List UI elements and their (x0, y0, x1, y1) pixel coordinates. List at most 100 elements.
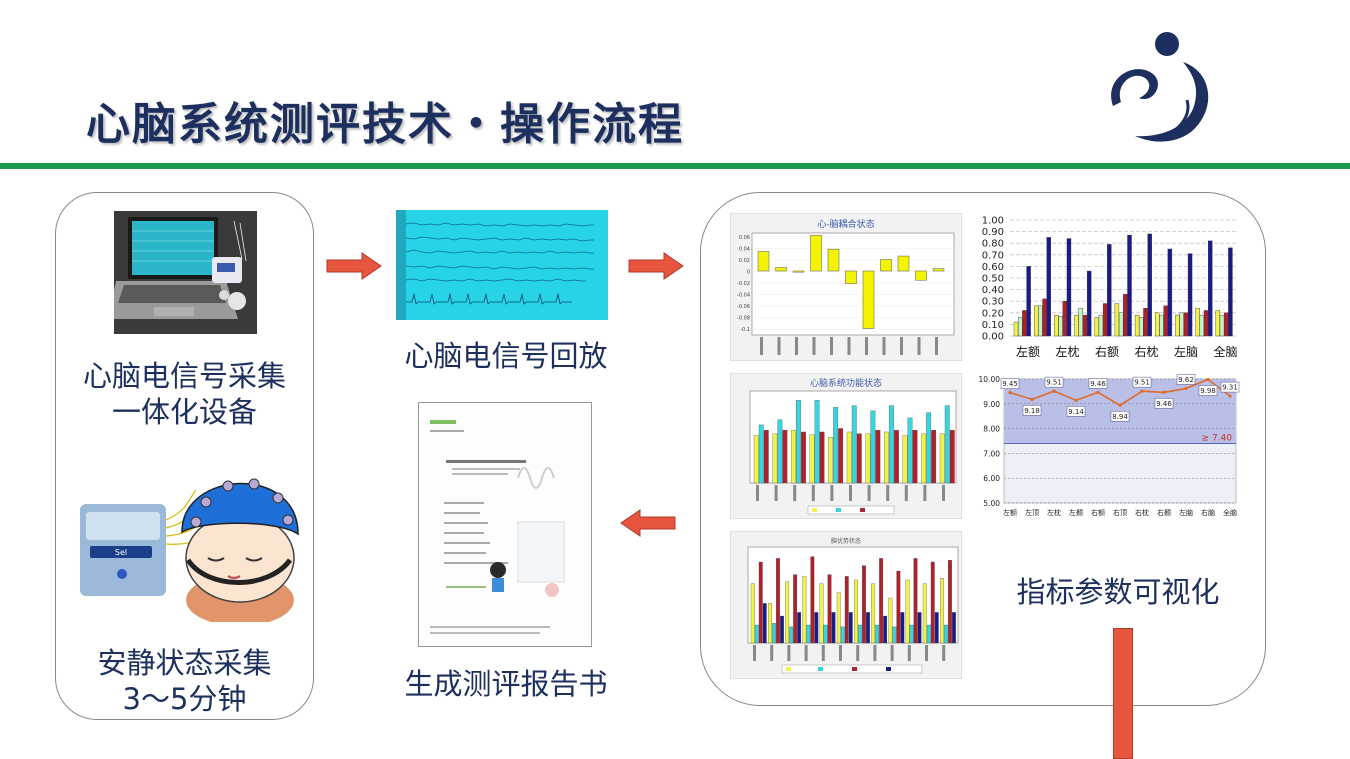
playback-caption: 心脑电信号回放 (404, 339, 608, 373)
advantage-bar (768, 603, 772, 644)
score-y-tick: 6.00 (983, 474, 1000, 483)
coupling-x-label (795, 337, 798, 355)
coupling-bar (915, 270, 927, 281)
advantage-bar (823, 624, 828, 644)
advantage-bar (819, 583, 824, 644)
score-x-label: 左额 (1003, 508, 1017, 517)
ratio-bar (1026, 266, 1031, 337)
ratio-bar (1179, 312, 1184, 337)
advantage-bar (944, 624, 948, 644)
function-x-label (774, 485, 778, 501)
function-bar (777, 419, 783, 484)
function-bar (870, 410, 876, 484)
ratio-bar (1163, 305, 1168, 337)
advantage-bar (892, 626, 897, 644)
advantage-bar (785, 581, 790, 644)
advantage-bar (883, 615, 888, 644)
coupling-x-label (935, 337, 938, 355)
coupling-bar (792, 270, 805, 273)
ratio-y-tick: 0.20 (982, 308, 1004, 319)
advantage-chart: 脑优势状态 (730, 531, 962, 679)
score-data-label: 9.46 (1090, 380, 1106, 388)
function-bar (801, 431, 806, 484)
advantage-x-label (839, 645, 842, 661)
score-x-label: 全脑 (1223, 508, 1237, 517)
score-data-label: 9.51 (1046, 379, 1062, 387)
score-x-label: 右枕 (1135, 508, 1149, 517)
score-x-label: 左颞 (1069, 508, 1083, 517)
function-bar (851, 405, 857, 484)
score-data-label-box (1176, 374, 1196, 385)
ratio-y-tick: 0.60 (982, 262, 1004, 273)
advantage-chart-title: 脑优势状态 (831, 537, 861, 545)
advantage-bar (789, 626, 794, 644)
score-data-label: 9.62 (1178, 376, 1194, 384)
score-data-label: 9.14 (1068, 408, 1084, 416)
advantage-bar (948, 560, 952, 644)
coupling-bar (932, 268, 945, 272)
ratio-bar (1183, 312, 1189, 337)
score-data-label-box (1198, 385, 1218, 396)
ratio-bar (1022, 310, 1027, 337)
coupling-x-label (777, 337, 781, 355)
ratio-bar (1147, 233, 1152, 337)
function-bar (763, 430, 769, 484)
ratio-bar (1082, 314, 1088, 337)
advantage-bar (858, 624, 862, 644)
score-point (1074, 398, 1078, 402)
advantage-bar (879, 558, 884, 644)
ratio-bar (1159, 314, 1164, 337)
function-x-label (923, 485, 927, 501)
score-y-tick: 9.00 (983, 400, 1000, 409)
flow-arrow-right (326, 252, 382, 280)
coupling-y-tick: 0.02 (739, 258, 750, 264)
score-data-label: 8.94 (1112, 413, 1128, 421)
score-point (1162, 390, 1166, 394)
coupling-y-tick: 0.04 (739, 247, 750, 253)
advantage-bar (814, 612, 819, 644)
function-bar (931, 430, 937, 484)
ratio-y-tick: 0.40 (982, 285, 1004, 296)
ratio-y-tick: 0.80 (982, 239, 1004, 250)
ratio-bar (1038, 305, 1043, 337)
coupling-bar (845, 270, 857, 284)
ratio-bar (1208, 240, 1213, 337)
advantage-x-label (925, 645, 928, 661)
score-data-label-box (1066, 406, 1086, 417)
function-bar (809, 434, 815, 484)
advantage-x-label (942, 645, 946, 661)
function-bar (856, 433, 862, 484)
ratio-y-tick: 1.00 (982, 216, 1004, 227)
function-bar (772, 433, 778, 484)
score-x-label: 右额 (1091, 508, 1105, 517)
score-data-label-box (1088, 378, 1108, 389)
advantage-bar (905, 579, 910, 644)
score-data-label-box (1044, 376, 1064, 388)
score-data-label-box (1154, 398, 1174, 409)
advantage-bar (750, 583, 755, 644)
coupling-bar (880, 259, 892, 272)
score-point (1096, 390, 1100, 394)
function-bar (814, 400, 820, 484)
score-data-label: 9.31 (1222, 384, 1238, 392)
coupling-x-label (812, 337, 816, 355)
function-bar (828, 437, 834, 484)
coupling-bar (810, 235, 822, 272)
coupling-bar (827, 248, 840, 272)
advantage-x-label (787, 645, 791, 661)
flow-arrow-right (628, 252, 684, 280)
report-cover-image (418, 402, 592, 647)
ratio-bar (1215, 310, 1221, 337)
ratio-y-tick: 0.10 (982, 320, 1004, 331)
score-point (1184, 386, 1188, 391)
function-chart: 心脑系统功能状态 (730, 373, 962, 519)
advantage-bar (866, 612, 870, 644)
score-data-label-box (1132, 376, 1152, 388)
advantage-bar (844, 576, 849, 644)
advantage-bar (913, 558, 918, 644)
ratio-bar (1167, 248, 1173, 337)
score-point (1206, 377, 1210, 382)
advantage-bar (909, 624, 914, 644)
function-x-label (756, 485, 759, 501)
